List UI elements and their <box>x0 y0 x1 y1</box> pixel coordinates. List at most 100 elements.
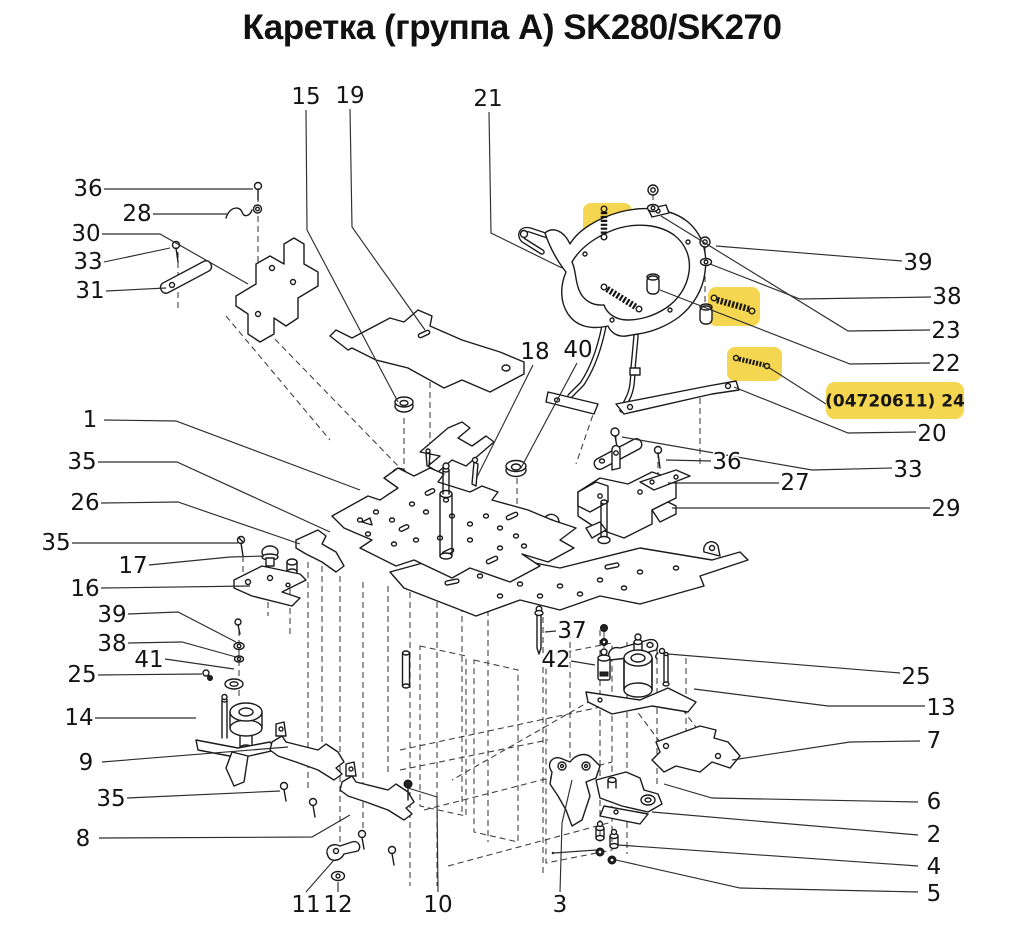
part-code-label: (04720611) 24 <box>825 392 965 412</box>
callout-19: 19 <box>335 83 364 109</box>
highlight-region <box>708 287 760 326</box>
callout-14: 14 <box>64 705 93 731</box>
leader-line <box>97 673 203 676</box>
part-cluster-16-17 <box>233 529 345 607</box>
leader-line <box>103 247 171 263</box>
leader-line <box>127 611 237 643</box>
callout-27: 27 <box>780 470 809 496</box>
leader-line <box>660 215 931 332</box>
leader-line <box>621 436 893 471</box>
callout-13: 13 <box>926 695 955 721</box>
callout-40: 40 <box>563 337 592 363</box>
callout-16: 16 <box>70 576 99 602</box>
leader-line <box>305 859 335 893</box>
callout-12: 12 <box>323 892 352 918</box>
leader-line <box>102 233 249 285</box>
leader-line <box>103 419 361 491</box>
callout-5: 5 <box>927 881 942 907</box>
callout-38: 38 <box>932 284 961 310</box>
callout-36: 36 <box>712 449 741 475</box>
leader-line <box>476 364 534 478</box>
callout-9: 9 <box>79 750 94 776</box>
callout-25: 25 <box>67 662 96 688</box>
leader-line <box>349 108 426 331</box>
leader-line <box>570 660 596 666</box>
callout-42: 42 <box>541 647 570 673</box>
leader-line <box>731 740 921 761</box>
part-plate-7 <box>651 725 741 773</box>
callout-2: 2 <box>927 822 942 848</box>
part-rail-8 <box>326 761 415 882</box>
callout-4: 4 <box>927 854 942 880</box>
highlight-region <box>727 347 782 381</box>
leader-line <box>617 844 919 867</box>
leader-line <box>127 641 237 658</box>
leader-line <box>709 263 932 300</box>
leader-line <box>693 688 925 707</box>
part-cam-assembly-13 <box>585 624 697 715</box>
callout-10: 10 <box>423 892 452 918</box>
part-wire-frame-21 <box>518 184 740 415</box>
callout-41: 41 <box>134 647 163 673</box>
callout-26: 26 <box>70 490 99 516</box>
callout-39: 39 <box>97 602 126 628</box>
part-code-layer: (04720611) 24 <box>767 366 965 419</box>
part-main-plate-1 <box>331 462 611 583</box>
callout-37: 37 <box>557 618 586 644</box>
part-rail-9 <box>269 721 345 818</box>
leader-line <box>733 386 917 434</box>
part-fasteners-4-5 <box>551 820 619 865</box>
callout-23: 23 <box>931 318 960 344</box>
leader-line <box>98 461 331 533</box>
callout-29: 29 <box>931 496 960 522</box>
leader-line <box>305 109 399 403</box>
leader-line <box>148 555 265 566</box>
leader-line <box>544 630 557 633</box>
part-bracket-29 <box>577 427 691 539</box>
callout-11: 11 <box>291 892 320 918</box>
springs <box>600 205 771 370</box>
parts-layer <box>159 181 749 882</box>
callout-35: 35 <box>41 530 70 556</box>
callout-31: 31 <box>75 278 104 304</box>
leader-lines <box>72 108 932 893</box>
callout-3: 3 <box>553 892 568 918</box>
leader-line <box>520 362 578 469</box>
callout-8: 8 <box>76 826 91 852</box>
callout-30: 30 <box>71 221 100 247</box>
leader-line <box>615 859 919 893</box>
callout-28: 28 <box>122 201 151 227</box>
callout-21: 21 <box>473 86 502 112</box>
part-screw-37 <box>401 605 544 689</box>
leader-line <box>715 245 903 262</box>
part-lever-3 <box>548 753 601 827</box>
leader-line <box>101 746 289 763</box>
leader-line <box>100 585 251 589</box>
leader-line <box>407 787 439 893</box>
callout-33: 33 <box>893 457 922 483</box>
part-cam-14 <box>195 618 277 787</box>
leader-line <box>98 814 351 839</box>
leader-line <box>659 289 931 365</box>
leader-line <box>559 779 573 893</box>
leader-line <box>667 653 901 674</box>
callout-15: 15 <box>291 84 320 110</box>
part-code-highlight <box>826 382 964 419</box>
callout-36: 36 <box>73 176 102 202</box>
leader-line <box>665 459 712 462</box>
callout-20: 20 <box>917 421 946 447</box>
callout-6: 6 <box>927 789 942 815</box>
leader-line <box>126 790 281 799</box>
part-code-leader <box>767 366 827 405</box>
page-title: Каретка (группа А) SK280/SK270 <box>242 8 782 47</box>
callout-33: 33 <box>73 249 102 275</box>
callout-1: 1 <box>83 407 98 433</box>
leader-line <box>663 783 919 803</box>
leader-line <box>105 287 167 292</box>
part-cluster-top-left <box>159 181 319 343</box>
part-plate-19 <box>329 309 525 413</box>
callout-17: 17 <box>118 553 147 579</box>
part-lever-2 <box>595 771 663 825</box>
